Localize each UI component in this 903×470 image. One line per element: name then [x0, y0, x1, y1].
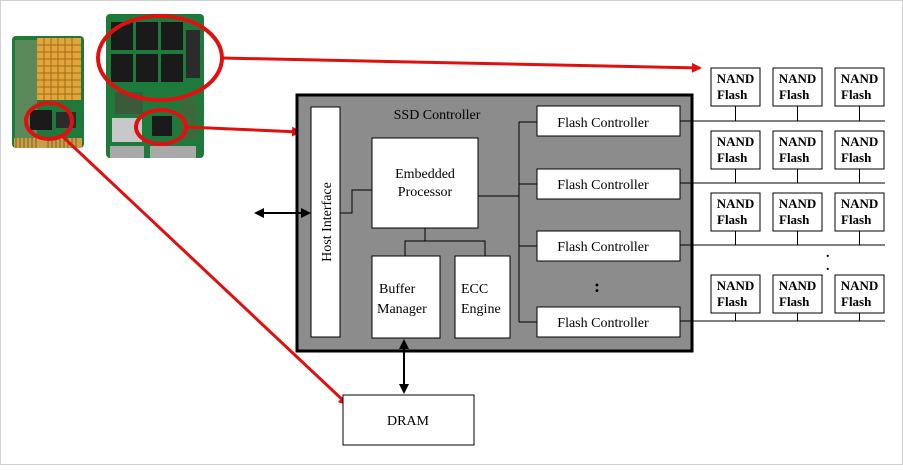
- ssd-controller-title: SSD Controller: [394, 108, 481, 123]
- nand-chip-label-line1: NAND: [779, 134, 817, 149]
- flash-controller-box: [536, 306, 681, 338]
- nand-chip-label-line2: Flash: [779, 294, 810, 309]
- dram-box: [342, 394, 475, 446]
- nand-chip-label-line1: NAND: [779, 278, 817, 293]
- controller-chip-large: [152, 116, 172, 136]
- nand-flash-chip: [834, 130, 885, 170]
- nand-chip-label-line2: Flash: [841, 212, 872, 227]
- nand-flash-chip: [772, 192, 823, 232]
- ecc-engine-label-2: Engine: [461, 302, 501, 317]
- buffer-manager-label-2: Manager: [377, 302, 427, 317]
- nand-chip-label-line2: Flash: [779, 212, 810, 227]
- flash-controller-ellipsis: :: [594, 276, 600, 296]
- nand-chip-label-line1: NAND: [717, 134, 755, 149]
- nand-flash-chip: [772, 130, 823, 170]
- nand-flash-chip: [772, 274, 823, 314]
- dram-highlight-circle: [24, 101, 74, 141]
- controller-chip: [30, 110, 52, 130]
- nand-chip-label-line2: Flash: [717, 212, 748, 227]
- nand-chip-label-line1: NAND: [841, 134, 879, 149]
- nand-chip-label-line1: NAND: [717, 196, 755, 211]
- nand-chip-label-line2: Flash: [841, 87, 872, 102]
- nand-chip-label-line2: Flash: [717, 87, 748, 102]
- controller-highlight-circle: [134, 108, 188, 146]
- nand-flash-chip: [710, 192, 761, 232]
- embedded-processor-label-2: Processor: [398, 185, 453, 200]
- embedded-processor-label-1: Embedded: [395, 167, 455, 182]
- nand-flash-chip: [710, 274, 761, 314]
- flash-controller-bus: [478, 121, 537, 323]
- nand-chip-label-line1: NAND: [717, 71, 755, 86]
- host-interface-box: [310, 106, 341, 338]
- nand-flash-chip: [772, 67, 823, 107]
- nand-ellipsis: .: [826, 259, 830, 274]
- nand-chip-label-line2: Flash: [841, 150, 872, 165]
- embedded-processor-box: [371, 137, 479, 229]
- flash-controller-label: Flash Controller: [557, 240, 649, 255]
- flash-controller-label: Flash Controller: [557, 316, 649, 331]
- nand-chip-label-line1: NAND: [779, 196, 817, 211]
- dram-pointer-arrow: [60, 134, 349, 406]
- nand-chip-label-line2: Flash: [717, 294, 748, 309]
- nand-flash-chip: [710, 130, 761, 170]
- nand-chip-label-line1: NAND: [841, 71, 879, 86]
- nand-chip-label-line2: Flash: [779, 87, 810, 102]
- buffer-manager-label-1: Buffer: [379, 282, 416, 297]
- nand-flash-chip: [834, 274, 885, 314]
- nand-chip-label-line1: NAND: [717, 278, 755, 293]
- host-interface-label: Host Interface: [320, 182, 335, 262]
- flash-controller-label: Flash Controller: [557, 178, 649, 193]
- dram-label: DRAM: [387, 414, 430, 429]
- buffer-manager-box: [371, 255, 441, 339]
- nand-flash-chip: [834, 67, 885, 107]
- nand-flash-chip: [834, 192, 885, 232]
- host-processor-link: [340, 189, 372, 214]
- nand-chip-label-line1: NAND: [841, 196, 879, 211]
- flash-controller-label: Flash Controller: [557, 116, 649, 131]
- ssd-board-photo-small: [12, 36, 84, 148]
- nand-chip-label-line2: Flash: [717, 150, 748, 165]
- nand-chip-label-line1: NAND: [779, 71, 817, 86]
- controller-pointer-arrow: [185, 125, 302, 137]
- nand-chip-array: [111, 22, 200, 82]
- processor-buffer-ecc-link: [404, 228, 486, 256]
- flash-controller-box: [536, 168, 681, 200]
- flash-controller-box: [536, 230, 681, 262]
- gold-pads-grid: [37, 38, 81, 100]
- nand-chip-label-line1: NAND: [841, 278, 879, 293]
- ssd-board-photo-large: [106, 14, 204, 158]
- nand-chip-label-line2: Flash: [841, 294, 872, 309]
- ecc-engine-box: [454, 255, 511, 339]
- nand-flash-chip: [710, 67, 761, 107]
- ecc-engine-label-1: ECC: [461, 282, 488, 297]
- flash-controller-box: [536, 105, 681, 137]
- nand-chip-label-line2: Flash: [779, 150, 810, 165]
- nand-pointer-arrow: [221, 56, 702, 73]
- nand-ellipsis: .: [826, 246, 830, 261]
- nand-flash-array: NANDFlashNANDFlashNANDFlashNANDFlashNAND…: [680, 67, 885, 322]
